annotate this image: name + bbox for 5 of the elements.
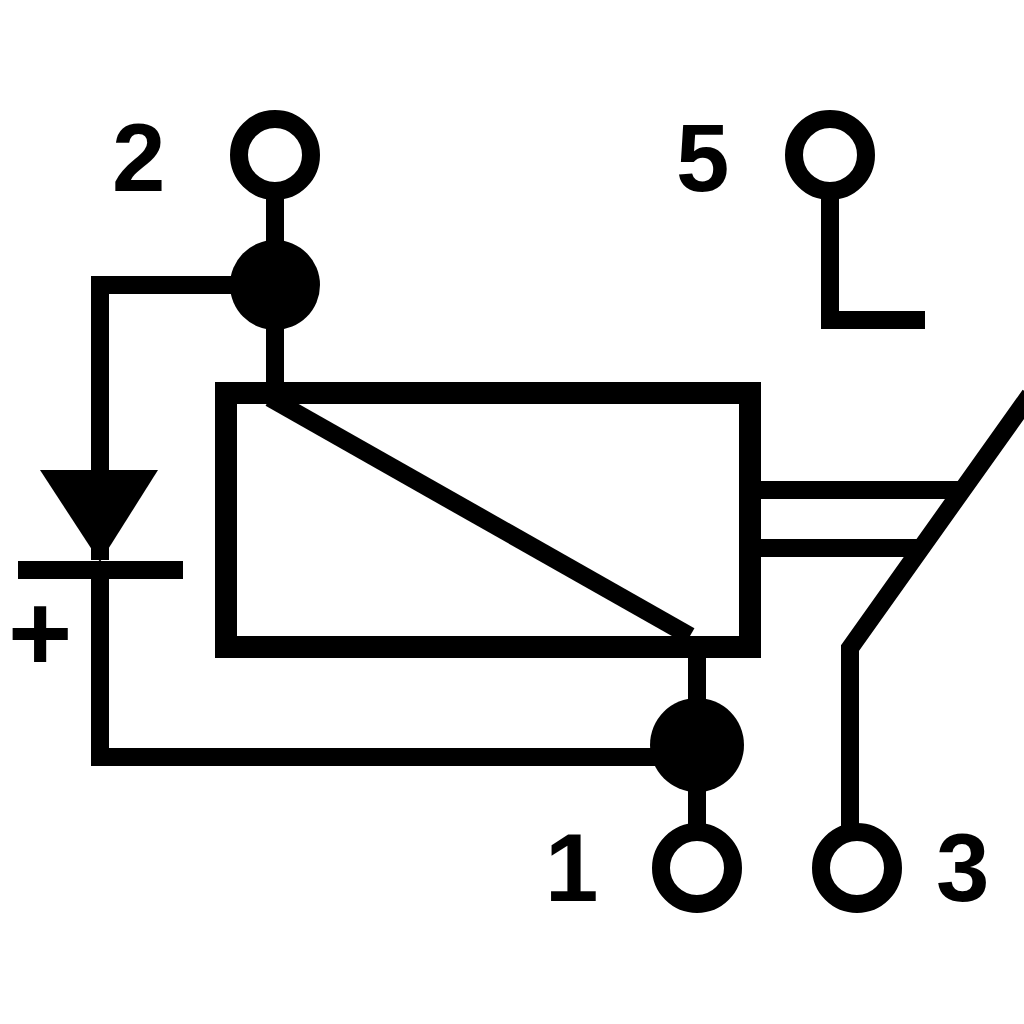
pin-number: 5 (676, 110, 730, 206)
pin-number: 1 (545, 820, 599, 916)
pin-number: 3 (936, 820, 990, 916)
polarity-sign: + (8, 578, 73, 688)
pin-number: 2 (112, 110, 166, 206)
